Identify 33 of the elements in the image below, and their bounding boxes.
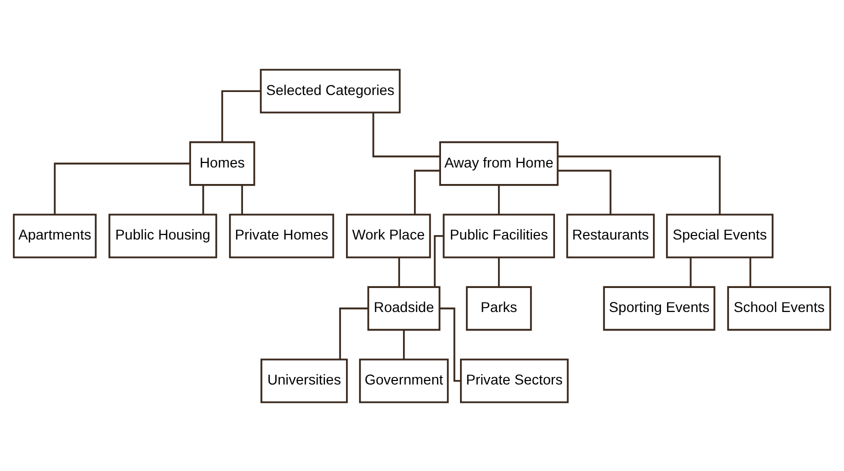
connector	[339, 307, 368, 359]
connector	[558, 155, 721, 214]
connector	[690, 257, 692, 286]
node-box: Work Place	[346, 213, 431, 258]
connector	[498, 257, 500, 286]
node-box: Private Homes	[229, 213, 334, 258]
connector	[403, 330, 405, 359]
node-box: Away from Home	[439, 140, 559, 186]
node-box: Public Facilities	[442, 213, 555, 258]
node-box: Restaurants	[566, 213, 655, 258]
node-box: Parks	[466, 286, 532, 330]
connector	[498, 184, 500, 214]
node-box: Roadside	[367, 286, 440, 330]
node-box: Government	[359, 358, 449, 403]
connector	[434, 234, 444, 286]
connector	[54, 162, 190, 214]
connector	[221, 90, 261, 142]
node-box: Private Sectors	[460, 358, 569, 403]
connector	[372, 112, 440, 157]
connector	[241, 184, 243, 214]
connector	[202, 184, 204, 214]
connector	[398, 257, 400, 286]
node-box: Homes	[189, 140, 256, 186]
node-box: Public Housing	[108, 213, 218, 258]
connector	[414, 169, 440, 214]
node-box: Apartments	[12, 213, 97, 258]
node-box: Special Events	[666, 213, 774, 258]
connector	[558, 169, 612, 214]
connector	[749, 257, 752, 286]
node-box: School Events	[727, 286, 832, 330]
node-box: Selected Categories	[260, 68, 401, 113]
node-box: Universities	[260, 358, 348, 403]
node-box: Sporting Events	[603, 286, 716, 330]
